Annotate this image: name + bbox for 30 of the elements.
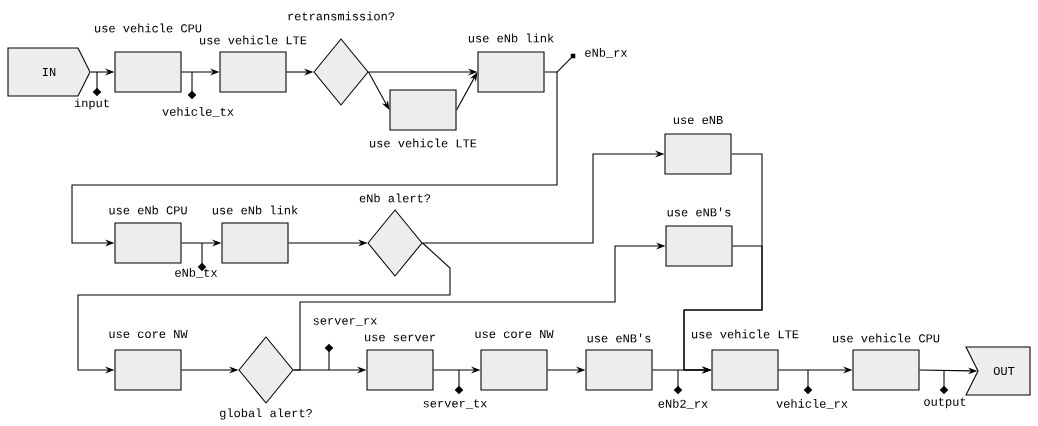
box-label: use vehicle LTE bbox=[370, 138, 477, 148]
arrow bbox=[456, 72, 478, 111]
box-label: use eNb link bbox=[468, 33, 554, 43]
box-label: use server bbox=[365, 334, 435, 342]
input-port: IN bbox=[7, 47, 91, 97]
signal-label: server_tx bbox=[423, 399, 487, 409]
signal-label: eNb_tx bbox=[175, 268, 218, 278]
signal-label: input bbox=[74, 98, 109, 110]
box-label: retransmission? bbox=[288, 11, 395, 21]
box-label: use core NW bbox=[475, 330, 554, 339]
box-label: use eNB bbox=[673, 116, 723, 124]
signal-label: server_rx bbox=[313, 318, 377, 326]
box-label: use core NW bbox=[109, 330, 188, 339]
arrow bbox=[368, 71, 390, 110]
signal-label: vehicle_tx bbox=[162, 107, 234, 117]
signal-label: eNb2_rx bbox=[658, 399, 708, 409]
signal-label: vehicle_rx bbox=[776, 399, 848, 409]
output-port: OUT bbox=[965, 346, 1031, 396]
signal-label: output bbox=[924, 397, 966, 409]
box-label: use vehicle LTE bbox=[200, 35, 307, 45]
signal-label: eNb_rx bbox=[585, 48, 628, 58]
box-label: use vehicle CPU bbox=[95, 23, 202, 33]
box-label: use vehicle CPU bbox=[833, 333, 940, 343]
box-label: use eNB's bbox=[587, 333, 651, 343]
box-label: use vehicle LTE bbox=[692, 329, 799, 339]
box-label: use eNb CPU bbox=[109, 205, 187, 215]
box-label: use eNb link bbox=[212, 205, 298, 215]
box-label: eNb alert? bbox=[359, 193, 431, 203]
box-label: use eNB's bbox=[667, 207, 731, 217]
box-label: global alert? bbox=[220, 408, 312, 420]
